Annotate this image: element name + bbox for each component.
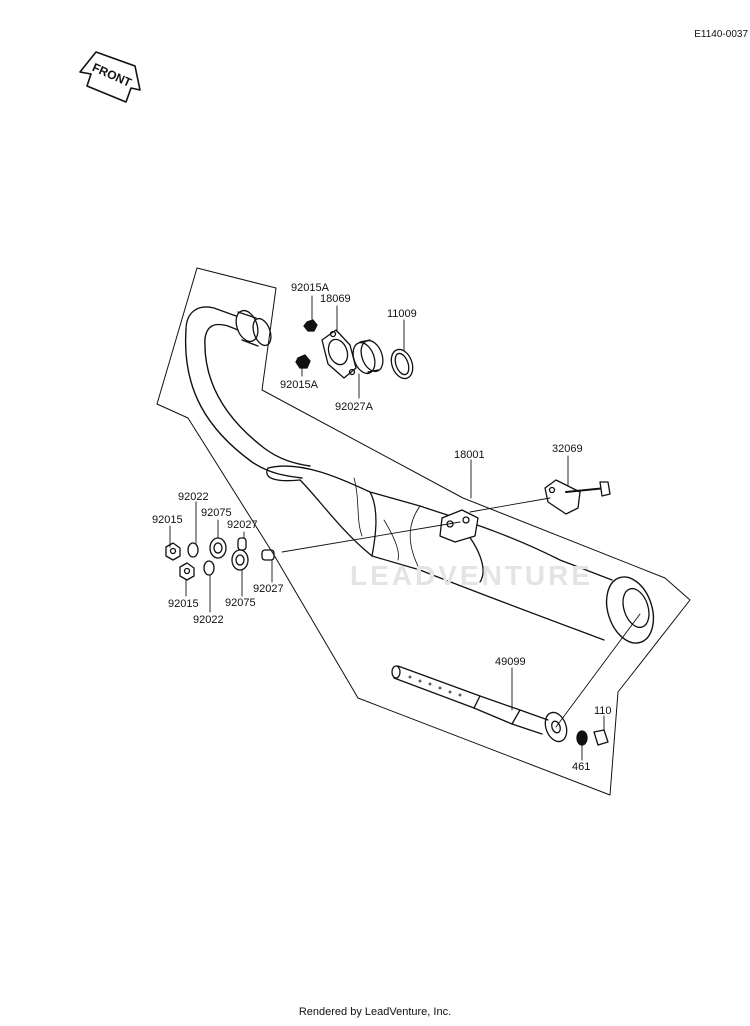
muffler-body	[266, 465, 655, 644]
mount-hardware-bottom	[179, 549, 275, 581]
gasket-11009	[390, 348, 414, 380]
gasket-92027A	[352, 339, 384, 375]
part-label-92075-bottom: 92075	[225, 597, 256, 609]
header-pipe	[184, 306, 311, 479]
leader-lines	[169, 295, 641, 761]
assembly-boundary	[156, 267, 691, 796]
watermark: LEADVENTURE	[350, 560, 594, 591]
part-label-92022-top: 92022	[178, 491, 209, 503]
diagram-code: E1140-0037	[694, 29, 748, 40]
flange-18069	[321, 329, 357, 379]
part-label-92027-top: 92027	[227, 519, 258, 531]
nut-92015A-top	[303, 319, 318, 332]
part-label-49099: 49099	[495, 656, 526, 668]
part-label-92015-bottom: 92015	[168, 598, 199, 610]
part-label-461: 461	[572, 761, 591, 773]
part-label-92027-bottom: 92027	[253, 583, 284, 595]
part-label-92015-top: 92015	[152, 514, 183, 526]
part-label-92015A-bottom: 92015A	[280, 379, 318, 391]
part-label-92022-bottom: 92022	[193, 614, 224, 626]
part-label-92027A: 92027A	[335, 401, 373, 413]
part-label-18069: 18069	[320, 293, 351, 305]
part-label-92075-top: 92075	[201, 507, 232, 519]
front-arrow-icon: FRONT	[79, 51, 141, 103]
bolt-110	[593, 729, 609, 746]
washer-461	[576, 730, 588, 746]
spark-arrestor-49099	[391, 665, 568, 743]
part-label-18001: 18001	[454, 449, 485, 461]
bracket-32069	[544, 479, 611, 515]
nut-92015A-bottom	[295, 354, 311, 369]
part-label-11009: 11009	[387, 308, 417, 320]
part-label-92015A-top: 92015A	[291, 282, 329, 294]
footer-credit: Rendered by LeadVenture, Inc.	[298, 1006, 452, 1018]
part-label-32069: 32069	[552, 443, 583, 455]
part-label-110: 110	[594, 705, 612, 717]
mount-hardware-top	[165, 537, 247, 561]
